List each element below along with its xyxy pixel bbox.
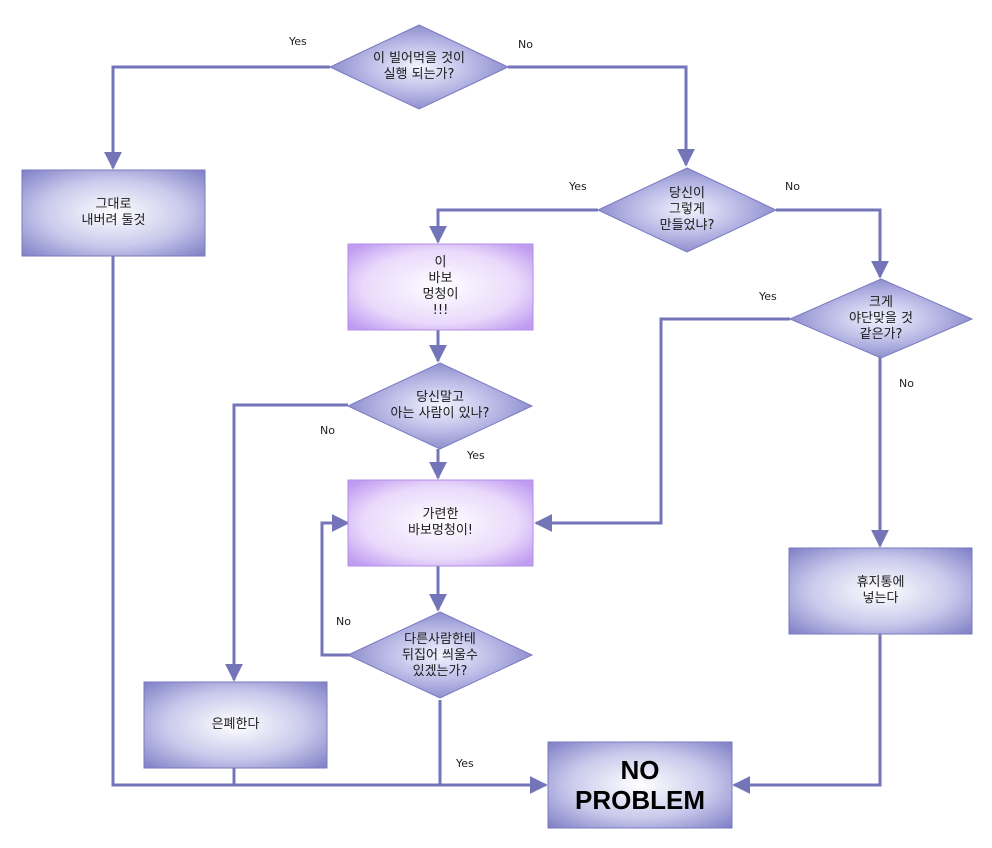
label-edible-no: No <box>518 38 533 51</box>
label-blame-yes: Yes <box>456 757 474 770</box>
text-q-you-did: 당신이 그렇게 만들었냐? <box>659 186 715 233</box>
label-edible-yes: Yes <box>289 35 307 48</box>
diamond-blame <box>346 611 534 699</box>
edge-leave-down <box>111 256 548 794</box>
edge-knows-no <box>225 403 348 682</box>
label-did-yes: Yes <box>569 180 587 193</box>
text-trash: 휴지통에 넣는다 <box>856 575 905 606</box>
text-poor-stupid: 가련한 바보멍청이! <box>407 507 473 538</box>
label-knows-yes: Yes <box>467 449 485 462</box>
text-stupid: 이 바보 멍청이 !!! <box>422 255 459 318</box>
text-q-anyone-knows: 당신말고 아는 사람이 있나? <box>390 390 490 421</box>
text-q-edible: 이 빌어먹을 것이 실행 되는가? <box>373 51 465 82</box>
diamond-did <box>596 167 778 253</box>
edge-edible-yes <box>104 65 330 170</box>
text-leave-alone: 그대로 내버려 둘것 <box>81 197 146 228</box>
edge-blame-no <box>320 514 350 657</box>
label-big-yes: Yes <box>759 290 777 303</box>
box-leave-alone <box>21 169 206 257</box>
box-poor-stupid <box>347 479 534 567</box>
label-big-no: No <box>899 377 914 390</box>
diamond-edible <box>328 24 510 110</box>
text-q-blame: 다른사람한테 뒤집어 씌울수 있겠는가? <box>402 632 478 679</box>
shapes <box>21 24 974 829</box>
edge-did-yes <box>429 208 598 244</box>
box-stupid <box>347 243 534 331</box>
label-blame-no: No <box>336 615 351 628</box>
edge-trash-down <box>732 634 882 794</box>
label-did-no: No <box>785 180 800 193</box>
box-no-problem <box>547 741 733 829</box>
edge-did-no <box>776 208 889 279</box>
edge-edible-no <box>508 65 695 167</box>
text-no-problem: NO PROBLEM <box>575 755 705 815</box>
box-hide <box>143 681 328 769</box>
text-hide: 은폐한다 <box>211 717 260 732</box>
text-q-big-trouble: 크게 야단맞을 것 같은가? <box>849 295 913 342</box>
label-knows-no: No <box>320 424 335 437</box>
diamond-big <box>788 278 974 359</box>
connectors <box>104 65 889 794</box>
diamond-knows <box>346 362 534 450</box>
box-trash <box>788 547 973 635</box>
edge-big-yes <box>534 317 790 532</box>
